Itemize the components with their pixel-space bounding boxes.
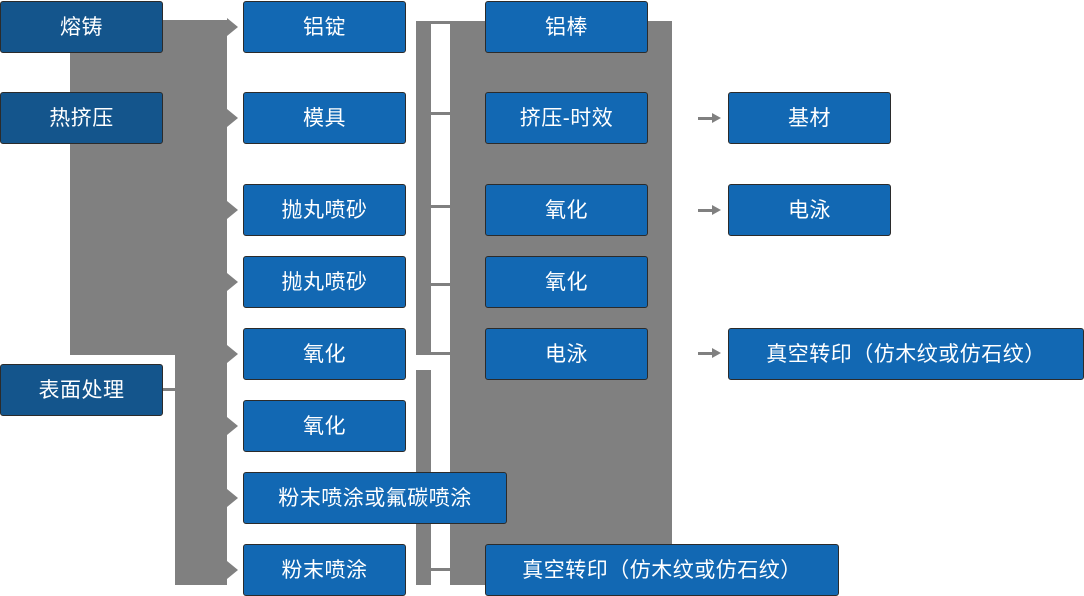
left-arrow-3 xyxy=(227,201,238,219)
stage-surface[interactable]: 表面处理 xyxy=(0,363,163,418)
col-a-8-label: 粉末喷涂 xyxy=(281,558,368,582)
col-a-7-label: 粉末喷涂或氟碳喷涂 xyxy=(278,486,472,510)
col-c-2-label: 电泳 xyxy=(788,198,831,222)
col-c-1[interactable]: 基材 xyxy=(728,91,891,146)
col-a-6-label: 氧化 xyxy=(303,414,346,438)
left-arrow-6 xyxy=(227,417,238,435)
mid-rail-upper xyxy=(416,21,431,355)
col-a-5-label: 氧化 xyxy=(303,342,346,366)
left-trunk-lower xyxy=(175,355,227,585)
left-arrow-5 xyxy=(227,345,238,363)
mid-bridge-6 xyxy=(431,568,451,571)
stage-extrude-label: 热挤压 xyxy=(49,106,114,130)
col-a-4[interactable]: 抛丸喷砂 xyxy=(243,255,406,310)
mid-bridge-4 xyxy=(431,283,451,286)
left-arrow-7 xyxy=(227,489,238,507)
stage-surface-label: 表面处理 xyxy=(38,378,125,402)
right-arrow-3 xyxy=(698,348,721,358)
mid-bridge-2 xyxy=(431,112,451,115)
col-c-3[interactable]: 真空转印（仿木纹或仿石纹） xyxy=(728,327,1084,382)
left-arrow-8 xyxy=(227,561,238,579)
col-a-2-label: 模具 xyxy=(303,106,346,130)
mid-bridge-3 xyxy=(431,205,451,208)
col-a-1-label: 铝锭 xyxy=(303,15,346,39)
col-c-2[interactable]: 电泳 xyxy=(728,183,891,238)
col-a-3-label: 抛丸喷砂 xyxy=(281,198,368,222)
stage-melting[interactable]: 熔铸 xyxy=(0,0,163,55)
col-b-2[interactable]: 挤压-时效 xyxy=(485,91,648,146)
col-b-3-label: 氧化 xyxy=(545,198,588,222)
col-c-3-label: 真空转印（仿木纹或仿石纹） xyxy=(766,342,1046,366)
surface-stage-stub xyxy=(163,388,185,391)
col-b-2-label: 挤压-时效 xyxy=(519,106,614,130)
col-b-1-label: 铝棒 xyxy=(545,15,588,39)
col-b-5[interactable]: 电泳 xyxy=(485,327,648,382)
right-arrow-2 xyxy=(698,205,721,215)
col-a-1[interactable]: 铝锭 xyxy=(243,0,406,55)
left-arrow-2 xyxy=(227,109,238,127)
col-b-3[interactable]: 氧化 xyxy=(485,183,648,238)
left-arrow-4 xyxy=(227,273,238,291)
right-arrow-1 xyxy=(698,113,721,123)
col-b-4[interactable]: 氧化 xyxy=(485,255,648,310)
col-b-1[interactable]: 铝棒 xyxy=(485,0,648,55)
left-trunk-upper xyxy=(70,20,227,355)
mid-bridge-1 xyxy=(431,21,451,24)
col-b-6-label: 真空转印（仿木纹或仿石纹） xyxy=(522,558,802,582)
col-a-8[interactable]: 粉末喷涂 xyxy=(243,543,406,596)
col-b-6[interactable]: 真空转印（仿木纹或仿石纹） xyxy=(485,543,839,596)
col-a-6[interactable]: 氧化 xyxy=(243,399,406,454)
col-a-7[interactable]: 粉末喷涂或氟碳喷涂 xyxy=(243,471,507,526)
col-a-2[interactable]: 模具 xyxy=(243,91,406,146)
mid-bridge-5 xyxy=(431,352,451,355)
col-b-4-label: 氧化 xyxy=(545,270,588,294)
col-a-5[interactable]: 氧化 xyxy=(243,327,406,382)
col-c-1-label: 基材 xyxy=(788,106,831,130)
col-a-3[interactable]: 抛丸喷砂 xyxy=(243,183,406,238)
left-arrow-1 xyxy=(227,18,238,36)
col-a-4-label: 抛丸喷砂 xyxy=(281,270,368,294)
stage-melting-label: 熔铸 xyxy=(60,15,103,39)
col-b-5-label: 电泳 xyxy=(545,342,588,366)
stage-extrude[interactable]: 热挤压 xyxy=(0,91,163,146)
